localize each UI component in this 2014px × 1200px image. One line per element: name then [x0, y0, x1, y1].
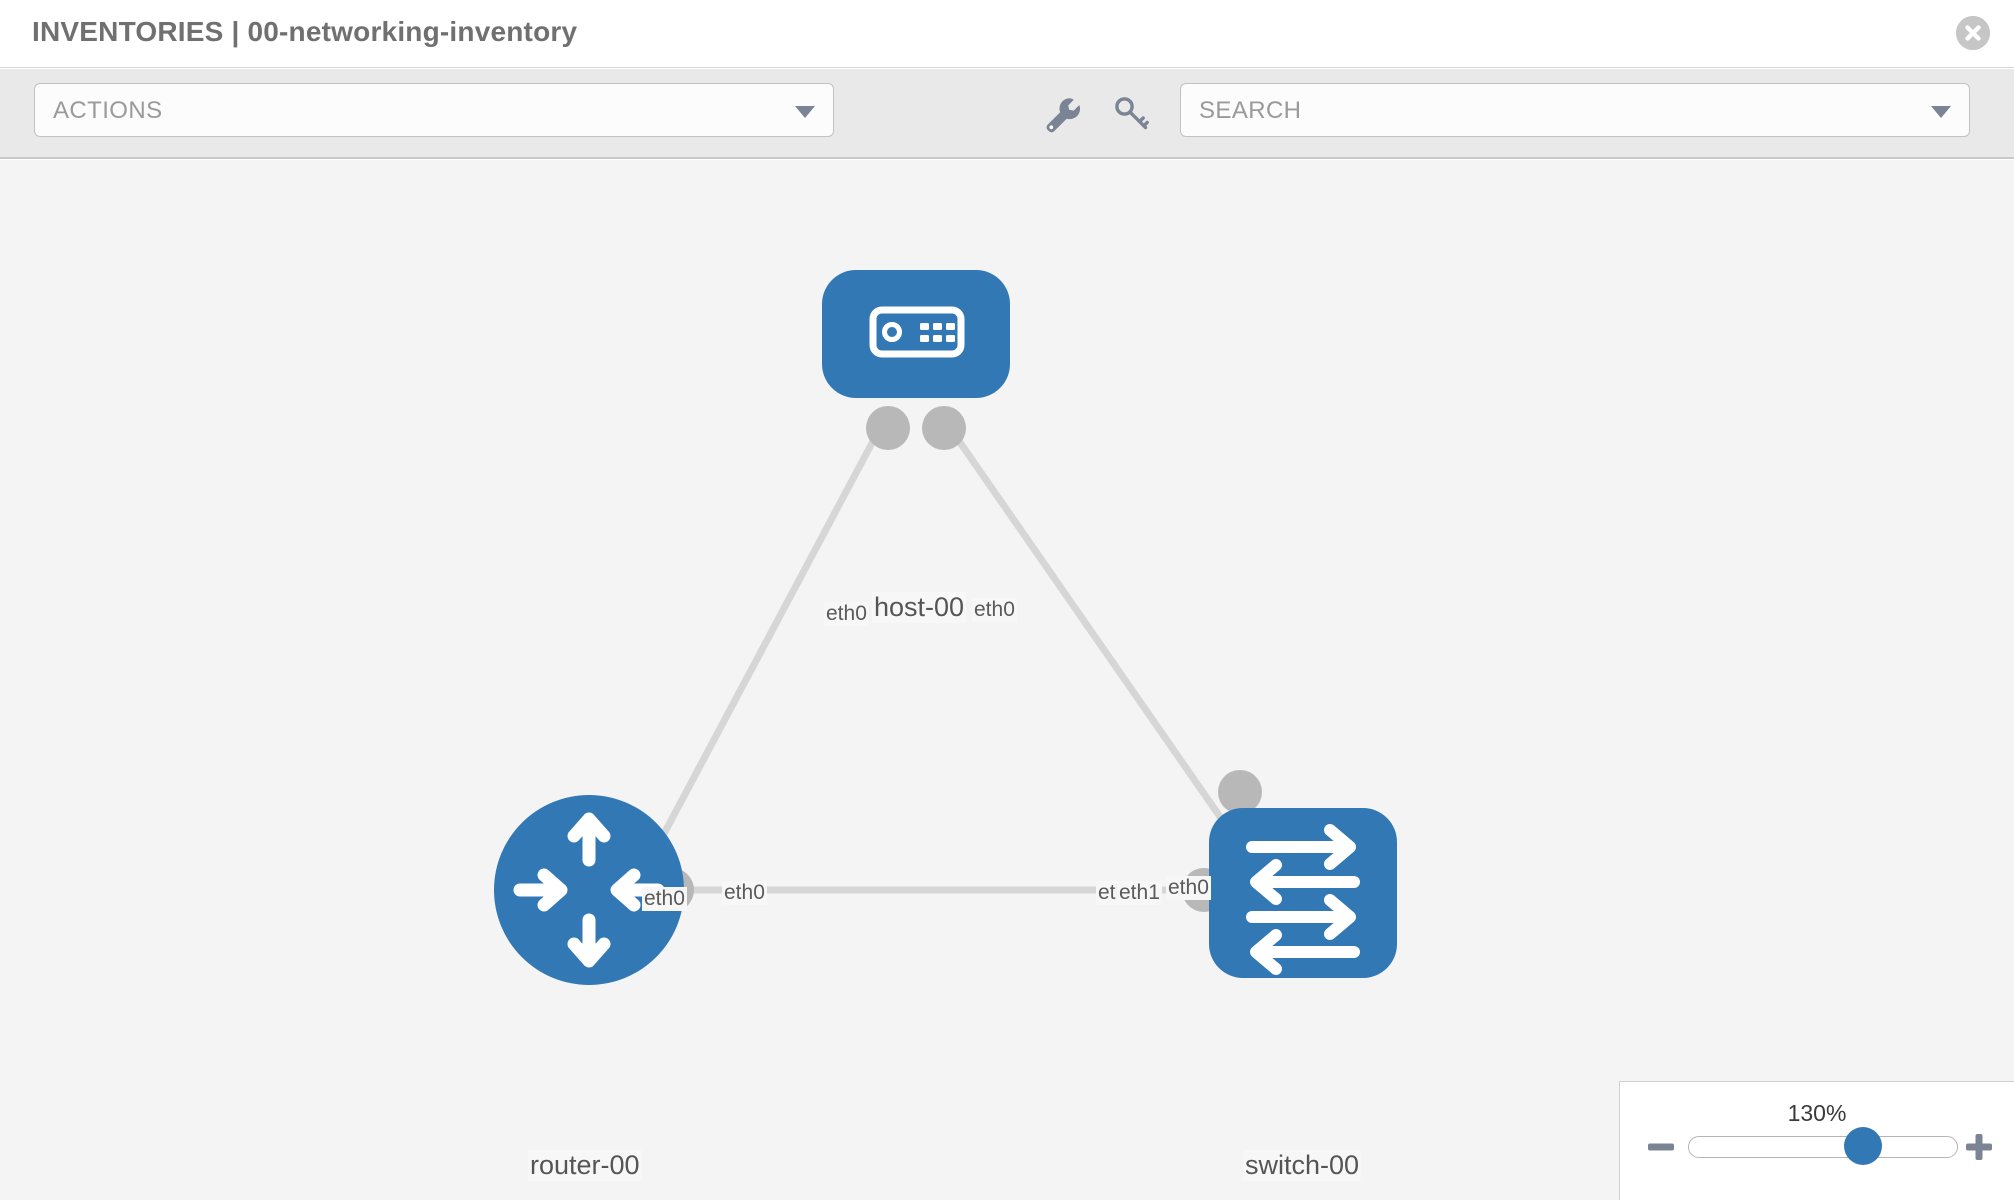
link-host-router — [646, 426, 884, 862]
search-input[interactable]: SEARCH — [1180, 83, 1970, 137]
router-arrows-icon — [513, 812, 665, 968]
chevron-down-icon[interactable] — [1931, 106, 1951, 118]
chevron-down-icon — [795, 106, 815, 118]
connector-switch-top — [1218, 770, 1262, 814]
zoom-percent-label: 130% — [1787, 1100, 1847, 1126]
node-router-00 — [494, 795, 684, 985]
zoom-slider-track[interactable] — [1688, 1136, 1958, 1158]
node-label-host-00: host-00 — [872, 592, 967, 623]
page-title: INVENTORIES | 00-networking-inventory — [32, 16, 578, 47]
topology-links — [646, 426, 1253, 894]
switch-arrows-icon — [1246, 824, 1360, 975]
topology-connectors — [650, 406, 1262, 912]
actions-dropdown[interactable]: ACTIONS — [34, 83, 834, 137]
plus-icon[interactable] — [1964, 1132, 1994, 1162]
page-header: INVENTORIES | 00-networking-inventory — [0, 0, 2014, 68]
search-placeholder: SEARCH — [1199, 97, 1302, 124]
node-label-router-00: router-00 — [528, 1150, 642, 1181]
zoom-control-panel: 130% — [1619, 1081, 2014, 1200]
edge-label: eth1 — [1117, 881, 1162, 905]
edge-label: eth0 — [972, 598, 1017, 622]
node-label-switch-00: switch-00 — [1243, 1150, 1362, 1181]
edge-label: eth0 — [722, 881, 767, 905]
close-icon[interactable] — [1956, 16, 1990, 50]
zoom-slider-thumb[interactable] — [1844, 1127, 1882, 1165]
link-host-switch — [947, 426, 1253, 862]
server-icon — [869, 306, 965, 358]
key-icon[interactable] — [1110, 93, 1152, 135]
wrench-icon[interactable] — [1040, 93, 1082, 135]
minus-icon[interactable] — [1646, 1132, 1676, 1162]
connector-host-right — [922, 406, 966, 450]
topology-canvas[interactable]: eth0 eth0 eth0 eth0 eth0 eth0 eth1 host-… — [0, 160, 2014, 1200]
actions-dropdown-label: ACTIONS — [53, 97, 163, 124]
edge-label: eth0 — [1166, 876, 1211, 900]
node-switch-00 — [1209, 808, 1397, 978]
edge-label: eth0 — [824, 602, 869, 626]
connector-host-left — [866, 406, 910, 450]
edge-label: eth0 — [642, 887, 687, 911]
node-host-00 — [822, 270, 1010, 398]
